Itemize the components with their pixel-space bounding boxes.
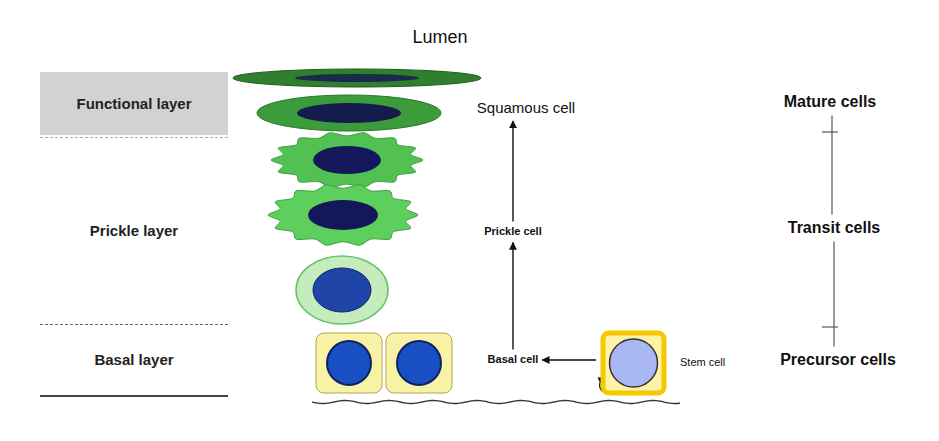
node-text: Basal layer <box>94 351 173 369</box>
nucleus <box>295 74 419 82</box>
scale-line <box>833 242 834 347</box>
nucleus <box>610 339 658 387</box>
nucleus <box>327 341 371 385</box>
scale-line <box>831 116 832 215</box>
functional-layer-band: Functional layer <box>40 72 228 135</box>
cell-stage-label: Squamous cell <box>477 99 575 117</box>
basal-layer-band: Basal layer <box>40 325 228 397</box>
scale-tick <box>822 131 838 132</box>
node-text: Stem cell <box>680 356 725 369</box>
cell-stage-label: Prickle cell <box>484 225 542 238</box>
nucleus <box>313 268 371 312</box>
maturity-label: Transit cells <box>788 218 881 237</box>
squamous-cell <box>257 95 441 131</box>
stem-cell: Stem cell <box>600 330 725 396</box>
scale-tick <box>822 326 838 327</box>
basal-cell-shape <box>316 333 382 393</box>
maturity-label: Mature cells <box>784 92 876 111</box>
node-text: Squamous cell <box>477 99 575 117</box>
node-text: Transit cells <box>788 218 881 237</box>
nucleus <box>313 146 381 174</box>
node-text: Basal cell <box>488 353 539 366</box>
node-text: Mature cells <box>784 92 876 111</box>
node-text: Prickle cell <box>484 225 542 238</box>
differentiation-arrow <box>512 243 513 350</box>
stem-cell-membrane <box>603 333 664 393</box>
nucleus <box>397 341 441 385</box>
differentiation-arrow <box>512 121 513 221</box>
nucleus <box>308 200 378 230</box>
prickle-cell-shape <box>271 133 423 188</box>
node-text: Prickle layer <box>90 222 178 240</box>
early-prickle-cell <box>296 256 388 324</box>
basement-membrane <box>312 400 680 403</box>
lumen-label: Lumen <box>412 27 467 49</box>
flat-squamous-cell <box>233 69 481 87</box>
node-text: Functional layer <box>76 95 191 113</box>
maturity-label: Precursor cells <box>780 350 896 369</box>
cell-stage-label: Basal cell <box>488 353 539 366</box>
basal-cell-shape <box>386 333 452 393</box>
differentiation-arrow <box>542 359 596 360</box>
prickle-layer-band: Prickle layer <box>40 137 228 325</box>
nucleus <box>297 103 401 123</box>
node-text: Precursor cells <box>780 350 896 369</box>
prickle-cell-shape <box>268 185 418 245</box>
stem-cell-shape <box>600 330 668 396</box>
